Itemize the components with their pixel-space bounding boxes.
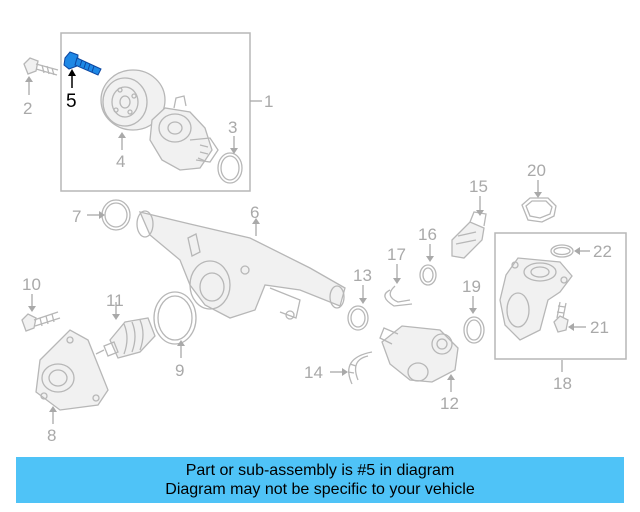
callout-12[interactable]: 12 — [440, 394, 459, 413]
callout-21[interactable]: 21 — [590, 318, 609, 337]
callout-22[interactable]: 22 — [593, 242, 612, 261]
callout-3[interactable]: 3 — [228, 118, 237, 137]
coolant-housing-6[interactable] — [136, 210, 346, 320]
housing-8[interactable] — [35, 329, 109, 411]
banner-line-1: Part or sub-assembly is #5 in diagram — [185, 462, 455, 479]
callout-9[interactable]: 9 — [175, 361, 184, 380]
callout-17[interactable]: 17 — [387, 245, 406, 264]
pulley-4[interactable] — [100, 69, 166, 131]
assembly-box-1 — [60, 32, 251, 192]
info-banner: Part or sub-assembly is #5 in diagram Di… — [16, 457, 624, 503]
thermostat-11[interactable] — [95, 317, 156, 359]
callout-14[interactable]: 14 — [304, 363, 323, 382]
callout-6[interactable]: 6 — [250, 203, 259, 222]
callout-2[interactable]: 2 — [23, 99, 32, 118]
assembly-box-18 — [494, 232, 627, 360]
clip-17[interactable] — [384, 285, 413, 307]
o-ring-22[interactable] — [550, 244, 574, 258]
o-ring-16[interactable] — [419, 264, 437, 286]
bolt-2[interactable] — [23, 57, 59, 76]
callout-10[interactable]: 10 — [22, 275, 41, 294]
callout-19[interactable]: 19 — [462, 277, 481, 296]
bolt-21[interactable] — [553, 301, 569, 333]
callout-18[interactable]: 18 — [553, 374, 572, 393]
o-ring-19[interactable] — [463, 316, 485, 344]
callout-8[interactable]: 8 — [47, 426, 56, 445]
gasket-20[interactable] — [521, 197, 557, 223]
o-ring-13[interactable] — [347, 305, 369, 331]
coolant-flange-12[interactable] — [379, 325, 459, 383]
callout-13[interactable]: 13 — [353, 266, 372, 285]
callout-15[interactable]: 15 — [469, 177, 488, 196]
parts-diagram: 1 2 3 4 5 6 7 8 9 10 11 12 13 14 15 16 1… — [21, 32, 627, 445]
o-ring-9[interactable] — [153, 291, 197, 345]
coolant-outlet-18[interactable] — [499, 257, 573, 341]
water-pump-1[interactable] — [149, 95, 219, 171]
banner-line-2: Diagram may not be specific to your vehi… — [165, 481, 475, 498]
o-ring-7[interactable] — [101, 199, 131, 231]
temp-sensor-15[interactable] — [451, 211, 487, 259]
callout-4[interactable]: 4 — [116, 152, 125, 171]
callout-16[interactable]: 16 — [418, 225, 437, 244]
clip-14[interactable] — [347, 351, 373, 385]
callout-11[interactable]: 11 — [106, 291, 124, 310]
callout-5-highlighted[interactable]: 5 — [66, 91, 77, 112]
o-ring-3[interactable] — [217, 152, 243, 184]
callout-1[interactable]: 1 — [264, 92, 273, 111]
callout-7[interactable]: 7 — [72, 207, 81, 226]
callout-20[interactable]: 20 — [527, 161, 546, 180]
bolt-10[interactable] — [21, 311, 61, 332]
bolt-5-highlighted[interactable] — [63, 51, 102, 76]
